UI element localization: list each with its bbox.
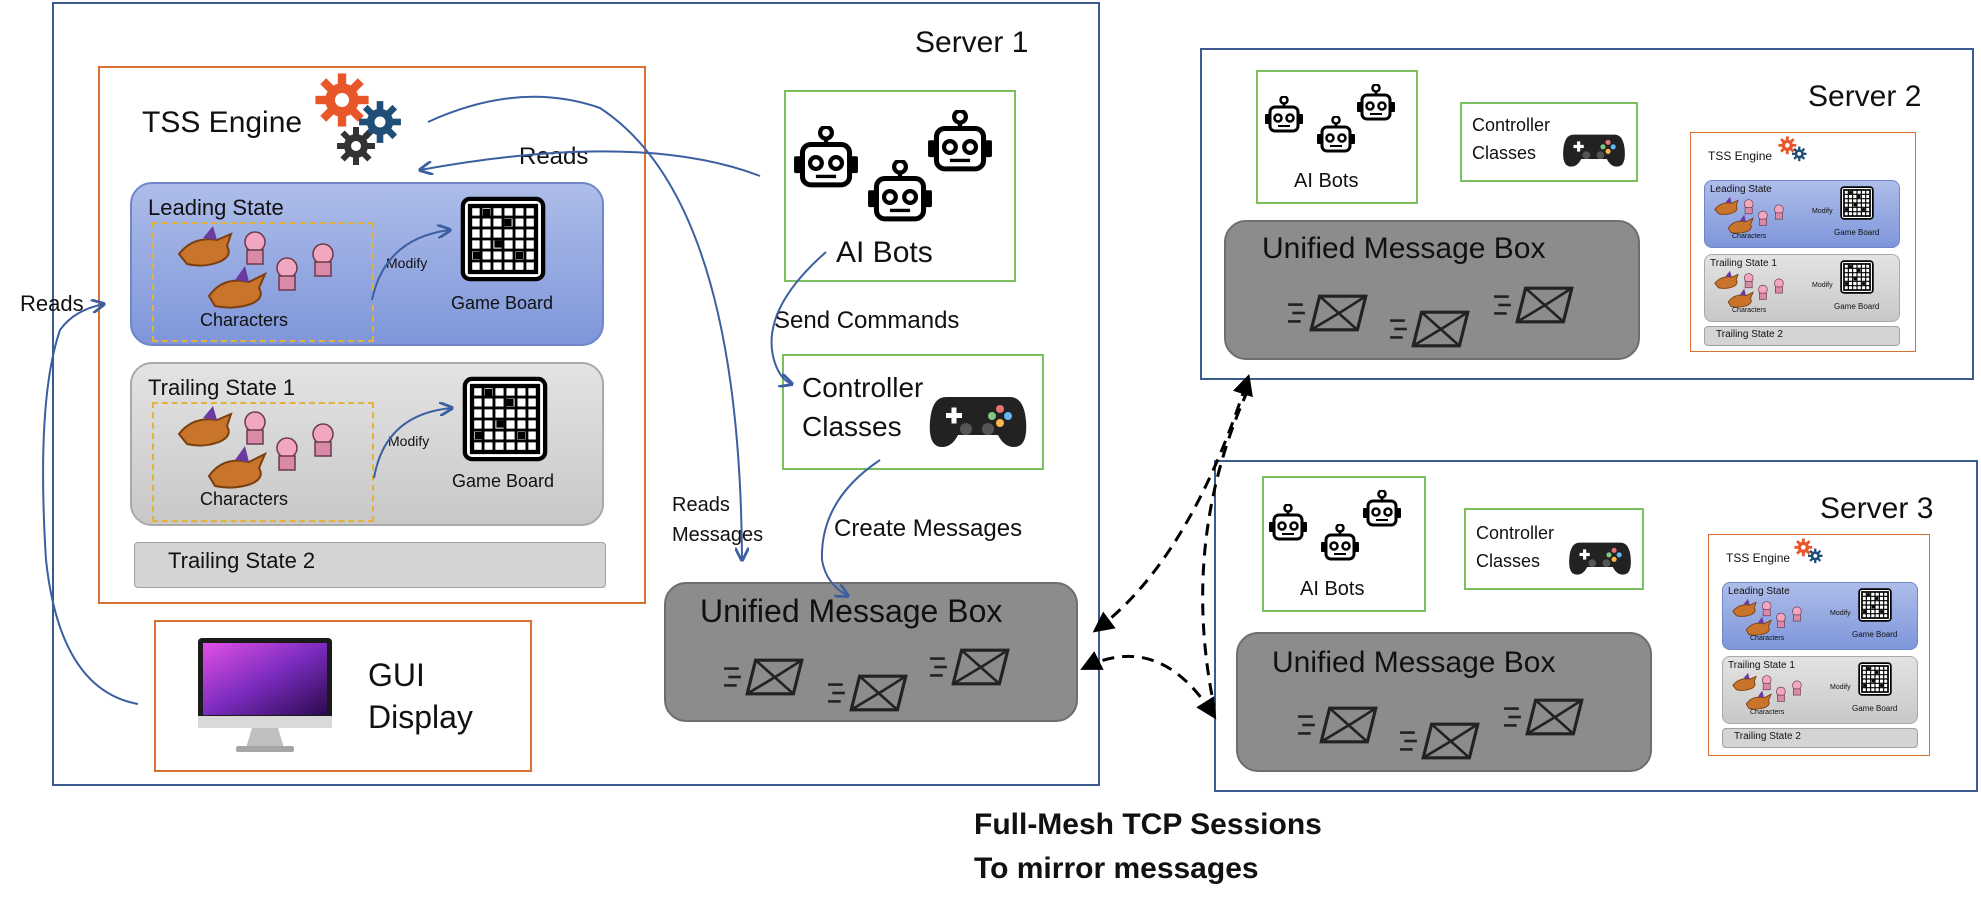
reads-top-label: Reads [519, 143, 589, 170]
caption-line2: To mirror messages [974, 852, 1259, 885]
unified-message-box-3-title: Unified Message Box [1272, 646, 1556, 679]
tss-engine-title: TSS Engine [142, 106, 303, 139]
characters-label: Characters [200, 310, 289, 330]
caption-line1: Full-Mesh TCP Sessions [974, 808, 1322, 841]
server-2-mini-modify: Modify [1812, 208, 1833, 215]
server-2-mini-characters: Characters [1732, 233, 1767, 240]
server-3-controller-line1: Controller [1476, 523, 1555, 543]
server-3-mini-trailing-1-title: Trailing State 1 [1728, 660, 1795, 671]
modify-label-trailing: Modify [388, 433, 430, 449]
unified-message-box-2-title: Unified Message Box [1262, 232, 1546, 265]
modify-label: Modify [386, 255, 428, 271]
server-2-mini-leading-title: Leading State [1710, 184, 1772, 195]
controller-line1: Controller [802, 372, 924, 403]
reads-messages-label-2: Messages [672, 524, 764, 546]
server-2-mini-tss-title: TSS Engine [1708, 149, 1773, 163]
server-3-ai-bots-label: AI Bots [1300, 578, 1365, 600]
game-board-label-trailing: Game Board [452, 471, 555, 491]
server-3-mini-modify: Modify [1830, 610, 1851, 617]
trailing-state-2-label: Trailing State 2 [168, 548, 316, 573]
reads-left-label: Reads [20, 291, 84, 316]
game-board-label: Game Board [451, 293, 554, 313]
unified-message-box-1-title: Unified Message Box [700, 593, 1003, 629]
server-2-mini-trailing-2-label: Trailing State 2 [1716, 329, 1783, 340]
server-2-controller-line2: Classes [1472, 143, 1537, 163]
controller-line2: Classes [802, 411, 902, 442]
create-messages-label: Create Messages [834, 515, 1023, 542]
characters-group [152, 222, 374, 342]
server-2-controller-line1: Controller [1472, 115, 1551, 135]
server-2-ai-bots-label: AI Bots [1294, 170, 1359, 192]
server-2-mini-game-board: Game Board [1834, 228, 1880, 237]
server-3-mini-trailing-2 [1722, 728, 1918, 748]
trailing-state-1-title: Trailing State 1 [148, 375, 296, 400]
server-1-title: Server 1 [915, 26, 1029, 59]
ai-bots-label: AI Bots [836, 236, 933, 269]
trailing-state-2 [134, 542, 606, 588]
server-3-controller-line2: Classes [1476, 551, 1541, 571]
server-3-mini-trailing-2-label: Trailing State 2 [1734, 731, 1801, 742]
server-2-mini-trailing-2 [1704, 326, 1900, 346]
server-2-mini-game-board-2: Game Board [1834, 302, 1880, 311]
monitor-icon [198, 638, 332, 752]
reads-messages-label-1: Reads [672, 494, 730, 516]
server-3-mini-game-board-2: Game Board [1852, 704, 1898, 713]
send-commands-label: Send Commands [774, 307, 960, 334]
server-3-title: Server 3 [1820, 492, 1934, 525]
server-3-mini-tss-title: TSS Engine [1726, 551, 1791, 565]
server-2-mini-trailing-1-title: Trailing State 1 [1710, 258, 1777, 269]
server-2-mini-modify-2: Modify [1812, 282, 1833, 289]
characters-label-trailing: Characters [200, 489, 289, 509]
leading-state-title: Leading State [148, 195, 284, 220]
server-3-mini-characters-2: Characters [1750, 709, 1785, 716]
gui-display-line1: GUI [368, 657, 425, 693]
server-3-mini-game-board: Game Board [1852, 630, 1898, 639]
server-3-mini-modify-2: Modify [1830, 684, 1851, 691]
server-3-mini-leading-title: Leading State [1728, 586, 1790, 597]
gui-display-line2: Display [368, 699, 473, 735]
server-2-mini-characters-2: Characters [1732, 307, 1767, 314]
server-3-mini-characters: Characters [1750, 635, 1785, 642]
server-2-title: Server 2 [1808, 80, 1922, 113]
characters-group-trailing [152, 402, 374, 522]
